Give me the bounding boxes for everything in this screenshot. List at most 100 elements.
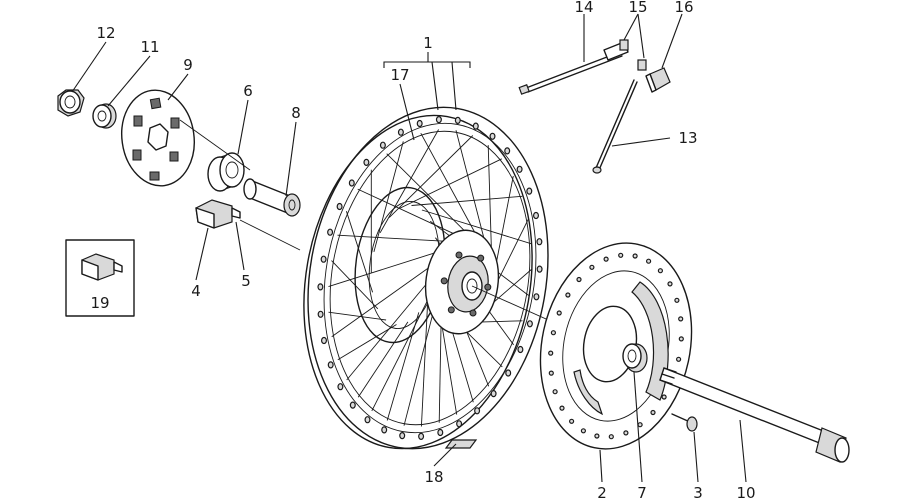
rim-nipple bbox=[536, 265, 543, 273]
rim-nipple bbox=[474, 407, 481, 415]
disc-hole bbox=[580, 428, 587, 434]
rim-nipple bbox=[397, 128, 404, 136]
part-3-disc-bolt bbox=[671, 413, 698, 432]
disc-hole bbox=[632, 253, 638, 259]
callout-19: 19 bbox=[90, 294, 109, 312]
disc-hole bbox=[637, 422, 643, 428]
spoke bbox=[403, 305, 436, 426]
rim-nipple bbox=[348, 179, 355, 187]
rim-nipple bbox=[490, 390, 497, 398]
disc-hole bbox=[657, 268, 664, 274]
rim-nipple bbox=[336, 202, 343, 211]
rim-nipple bbox=[364, 416, 371, 424]
callout-8: 8 bbox=[291, 104, 301, 122]
disc-hole bbox=[565, 292, 571, 298]
part-8-spacer-tube bbox=[243, 178, 301, 217]
hub-bolt bbox=[484, 283, 492, 291]
spoke bbox=[331, 261, 437, 338]
callout-7: 7 bbox=[637, 484, 647, 502]
rim-nipple bbox=[320, 255, 327, 263]
disc-hole bbox=[576, 276, 582, 283]
leader-lines bbox=[71, 13, 747, 483]
spoke bbox=[420, 132, 484, 248]
part-19-inset bbox=[65, 239, 135, 317]
callout-9: 9 bbox=[183, 56, 193, 74]
part-18-label bbox=[444, 439, 478, 449]
rim-nipple bbox=[526, 320, 533, 328]
part-10-axle bbox=[659, 367, 850, 463]
disc-hole bbox=[589, 264, 595, 270]
disc-hole bbox=[667, 281, 673, 287]
callout-14: 14 bbox=[574, 0, 593, 16]
rim-nipple bbox=[337, 383, 344, 391]
hub-bolt bbox=[477, 254, 485, 262]
part-17-wheel bbox=[303, 106, 549, 450]
part-2-brake-disc bbox=[539, 242, 693, 450]
rim-nipple bbox=[526, 187, 533, 195]
spoke bbox=[386, 153, 475, 241]
disc-hole bbox=[552, 389, 558, 395]
disc-hole bbox=[674, 297, 680, 303]
callout-18: 18 bbox=[424, 468, 443, 486]
spoke bbox=[345, 211, 374, 293]
disc-hole bbox=[548, 370, 554, 376]
part-9-drive-plate bbox=[121, 89, 195, 187]
rim-nipple bbox=[379, 141, 386, 149]
hub-bolt bbox=[455, 251, 463, 259]
spoke bbox=[337, 234, 454, 243]
part-12-nut bbox=[57, 89, 85, 117]
part-16-clip bbox=[645, 67, 671, 93]
callout-12: 12 bbox=[96, 24, 115, 42]
hub-bolts bbox=[440, 251, 492, 317]
wheel-spokes bbox=[328, 129, 532, 427]
disc-hole bbox=[678, 316, 684, 322]
part-11-spacer bbox=[92, 103, 117, 129]
spoke bbox=[331, 260, 379, 310]
rim-nipple bbox=[317, 283, 324, 291]
spoke bbox=[371, 291, 433, 412]
callout-17: 17 bbox=[390, 66, 409, 84]
rim-nipple bbox=[327, 228, 334, 236]
rim-nipple bbox=[327, 361, 334, 369]
callout-3: 3 bbox=[693, 484, 703, 502]
rim-nipple bbox=[505, 369, 512, 377]
callout-16: 16 bbox=[674, 0, 693, 16]
hub-bolt bbox=[440, 277, 448, 285]
part-4-sensor-drive bbox=[195, 199, 241, 229]
spoke bbox=[357, 321, 409, 398]
part-14-cable bbox=[518, 41, 629, 95]
rim-nipple bbox=[437, 428, 444, 437]
spoke bbox=[388, 135, 474, 218]
spoke bbox=[357, 188, 464, 239]
rim-nipple bbox=[532, 211, 539, 220]
callout-4: 4 bbox=[191, 282, 201, 300]
rim-nipple bbox=[363, 158, 370, 166]
rim-nipple bbox=[416, 119, 423, 128]
spoke bbox=[421, 209, 532, 245]
rear-axis-line bbox=[179, 119, 251, 171]
callout-1-bracket bbox=[383, 61, 471, 68]
rim-nipple bbox=[517, 345, 524, 354]
rim-nipple bbox=[418, 432, 425, 440]
disc-holes bbox=[548, 252, 684, 440]
spoke bbox=[328, 311, 387, 321]
spoke bbox=[399, 158, 502, 209]
rim-nipple bbox=[435, 115, 442, 124]
disc-hole bbox=[608, 434, 614, 440]
callout-5: 5 bbox=[241, 272, 251, 290]
disc-hole bbox=[661, 394, 667, 400]
disc-hole bbox=[618, 252, 624, 258]
spoke bbox=[449, 323, 474, 403]
disc-hole bbox=[556, 310, 562, 316]
part-6-bearing bbox=[207, 152, 245, 192]
disc-hole bbox=[548, 350, 554, 356]
sensor-axis-line bbox=[239, 219, 301, 251]
spoke bbox=[420, 297, 429, 427]
spoke bbox=[328, 249, 444, 288]
callout-15: 15 bbox=[628, 0, 647, 16]
rim-nipple bbox=[454, 116, 461, 125]
callout-1: 1 bbox=[423, 34, 433, 52]
rim-nipples bbox=[317, 115, 543, 440]
callout-2: 2 bbox=[597, 484, 607, 502]
